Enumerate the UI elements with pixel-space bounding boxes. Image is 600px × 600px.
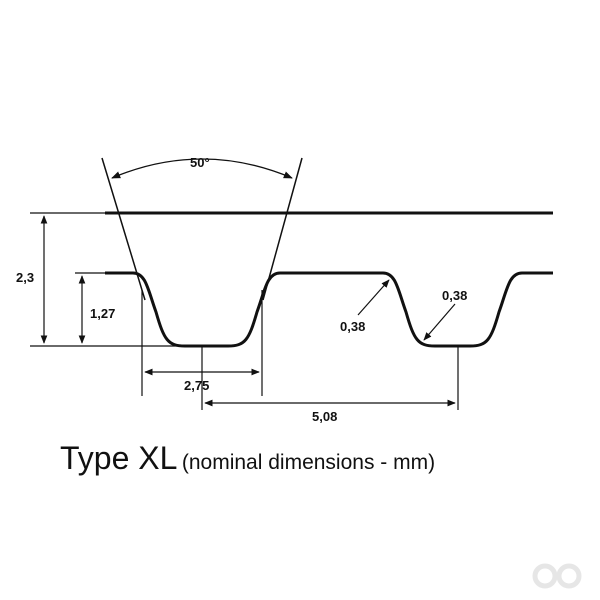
diagram-caption: Type XL (nominal dimensions - mm) [60,440,435,477]
infinity-logo-icon [532,563,582,589]
units-note: (nominal dimensions - mm) [181,451,436,474]
angle-label: 50° [190,155,210,170]
radius-top-leader [357,279,390,316]
tooth-width-label: 2,75 [184,378,209,393]
pitch-label: 5,08 [312,409,337,424]
angle-arc [111,158,293,179]
angle-line-right [262,157,303,301]
type-label: Type XL [60,440,178,476]
total-height-label: 2,3 [16,270,34,285]
belt-tooth-profile [105,271,553,348]
angle-line-left [101,157,146,301]
radius-bottom-leader [423,303,456,341]
radius-top-label: 0,38 [340,319,365,334]
radius-bottom-label: 0,38 [442,288,467,303]
tooth-height-label: 1,27 [90,306,115,321]
